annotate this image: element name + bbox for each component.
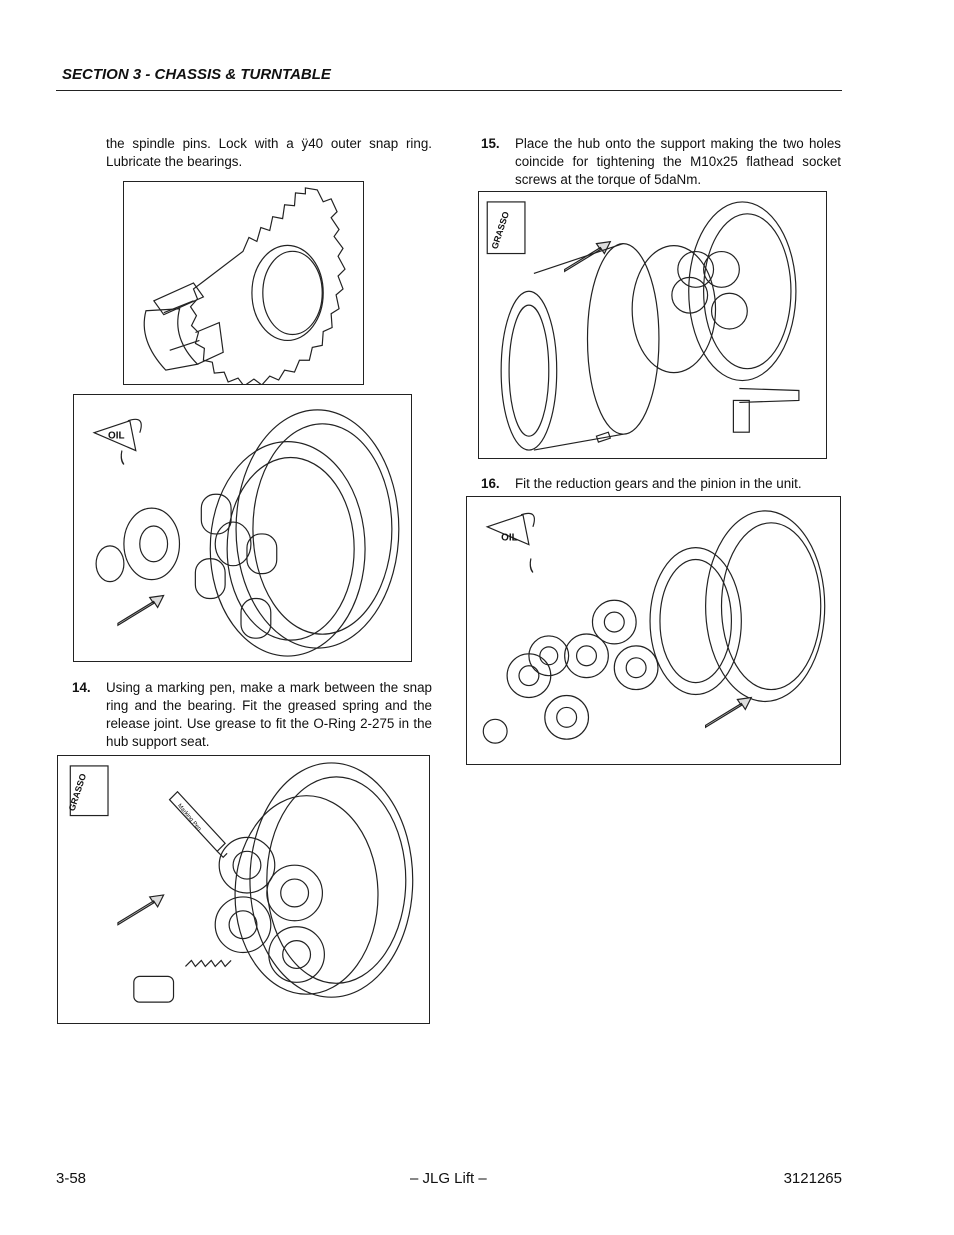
step-16-number: 16.	[481, 476, 500, 491]
oil-label: OIL	[108, 431, 125, 442]
bearing-gear-illustration	[143, 187, 346, 384]
step-15-text: Place the hub onto the support making th…	[515, 136, 841, 187]
doc-number: 3121265	[783, 1170, 842, 1187]
reduction-gears-illustration: OIL	[482, 510, 826, 744]
step-15-number: 15.	[481, 136, 500, 151]
step-14-text: Using a marking pen, make a mark between…	[106, 680, 432, 749]
figure-marking-pen: GRASSO Marking Pen	[57, 755, 430, 1024]
figure-bearing-gear	[123, 181, 364, 385]
oil-label: OIL	[501, 533, 518, 544]
step-16-text: Fit the reduction gears and the pinion i…	[515, 476, 802, 491]
pen-label: Marking Pen	[176, 803, 202, 832]
hub-support-illustration: GRASSO	[486, 201, 800, 451]
section-title: SECTION 3 - CHASSIS & TURNTABLE	[62, 66, 331, 83]
figure-hub-spindles: OIL	[73, 394, 412, 662]
footer-center: – JLG Lift –	[410, 1170, 487, 1187]
marking-pen-illustration: GRASSO Marking Pen	[67, 762, 414, 1003]
header-rule	[56, 90, 842, 91]
step-14-number: 14.	[72, 680, 91, 695]
hub-spindles-illustration: OIL	[92, 409, 400, 657]
page-number: 3-58	[56, 1170, 87, 1187]
continued-paragraph: the spindle pins. Lock with a ÿ40 outer …	[106, 136, 432, 169]
figure-reduction-gears: OIL	[466, 496, 841, 765]
figure-hub-support: GRASSO	[478, 191, 827, 459]
grasso-label: GRASSO	[490, 210, 511, 250]
